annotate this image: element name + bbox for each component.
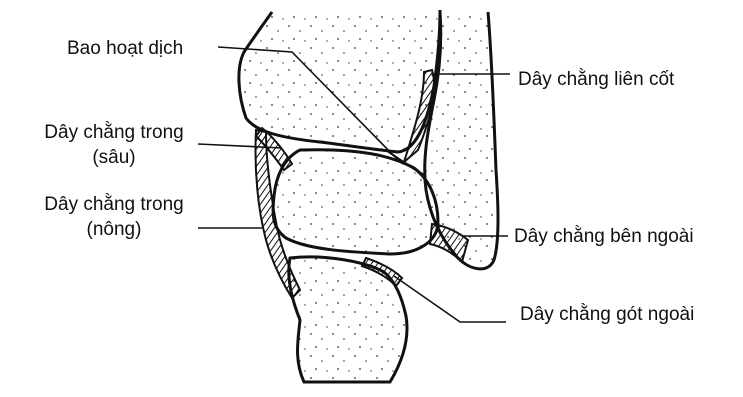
lateral-calcaneal-ligament-label: Dây chằng gót ngoài xyxy=(520,302,694,327)
lateral-ligament-label: Dây chằng bên ngoài xyxy=(514,224,694,249)
medial-ligament-deep-line2: (sâu) xyxy=(8,145,220,170)
interosseous-ligament-label: Dây chằng liên cốt xyxy=(518,67,674,92)
medial-ligament-superficial-line1: Dây chằng trong xyxy=(8,192,220,217)
synovial-capsule-label: Bao hoạt dịch xyxy=(67,36,183,61)
leader-calcaneal xyxy=(394,276,506,322)
medial-ligament-superficial-line2: (nông) xyxy=(8,217,220,242)
medial-ligament-deep-line1: Dây chằng trong xyxy=(8,120,220,145)
talus-bone xyxy=(273,150,438,254)
medial-ligament-superficial-label: Dây chằng trong (nông) xyxy=(8,192,220,242)
medial-ligament-deep-label: Dây chằng trong (sâu) xyxy=(8,120,220,170)
tibia-bone xyxy=(239,10,440,152)
